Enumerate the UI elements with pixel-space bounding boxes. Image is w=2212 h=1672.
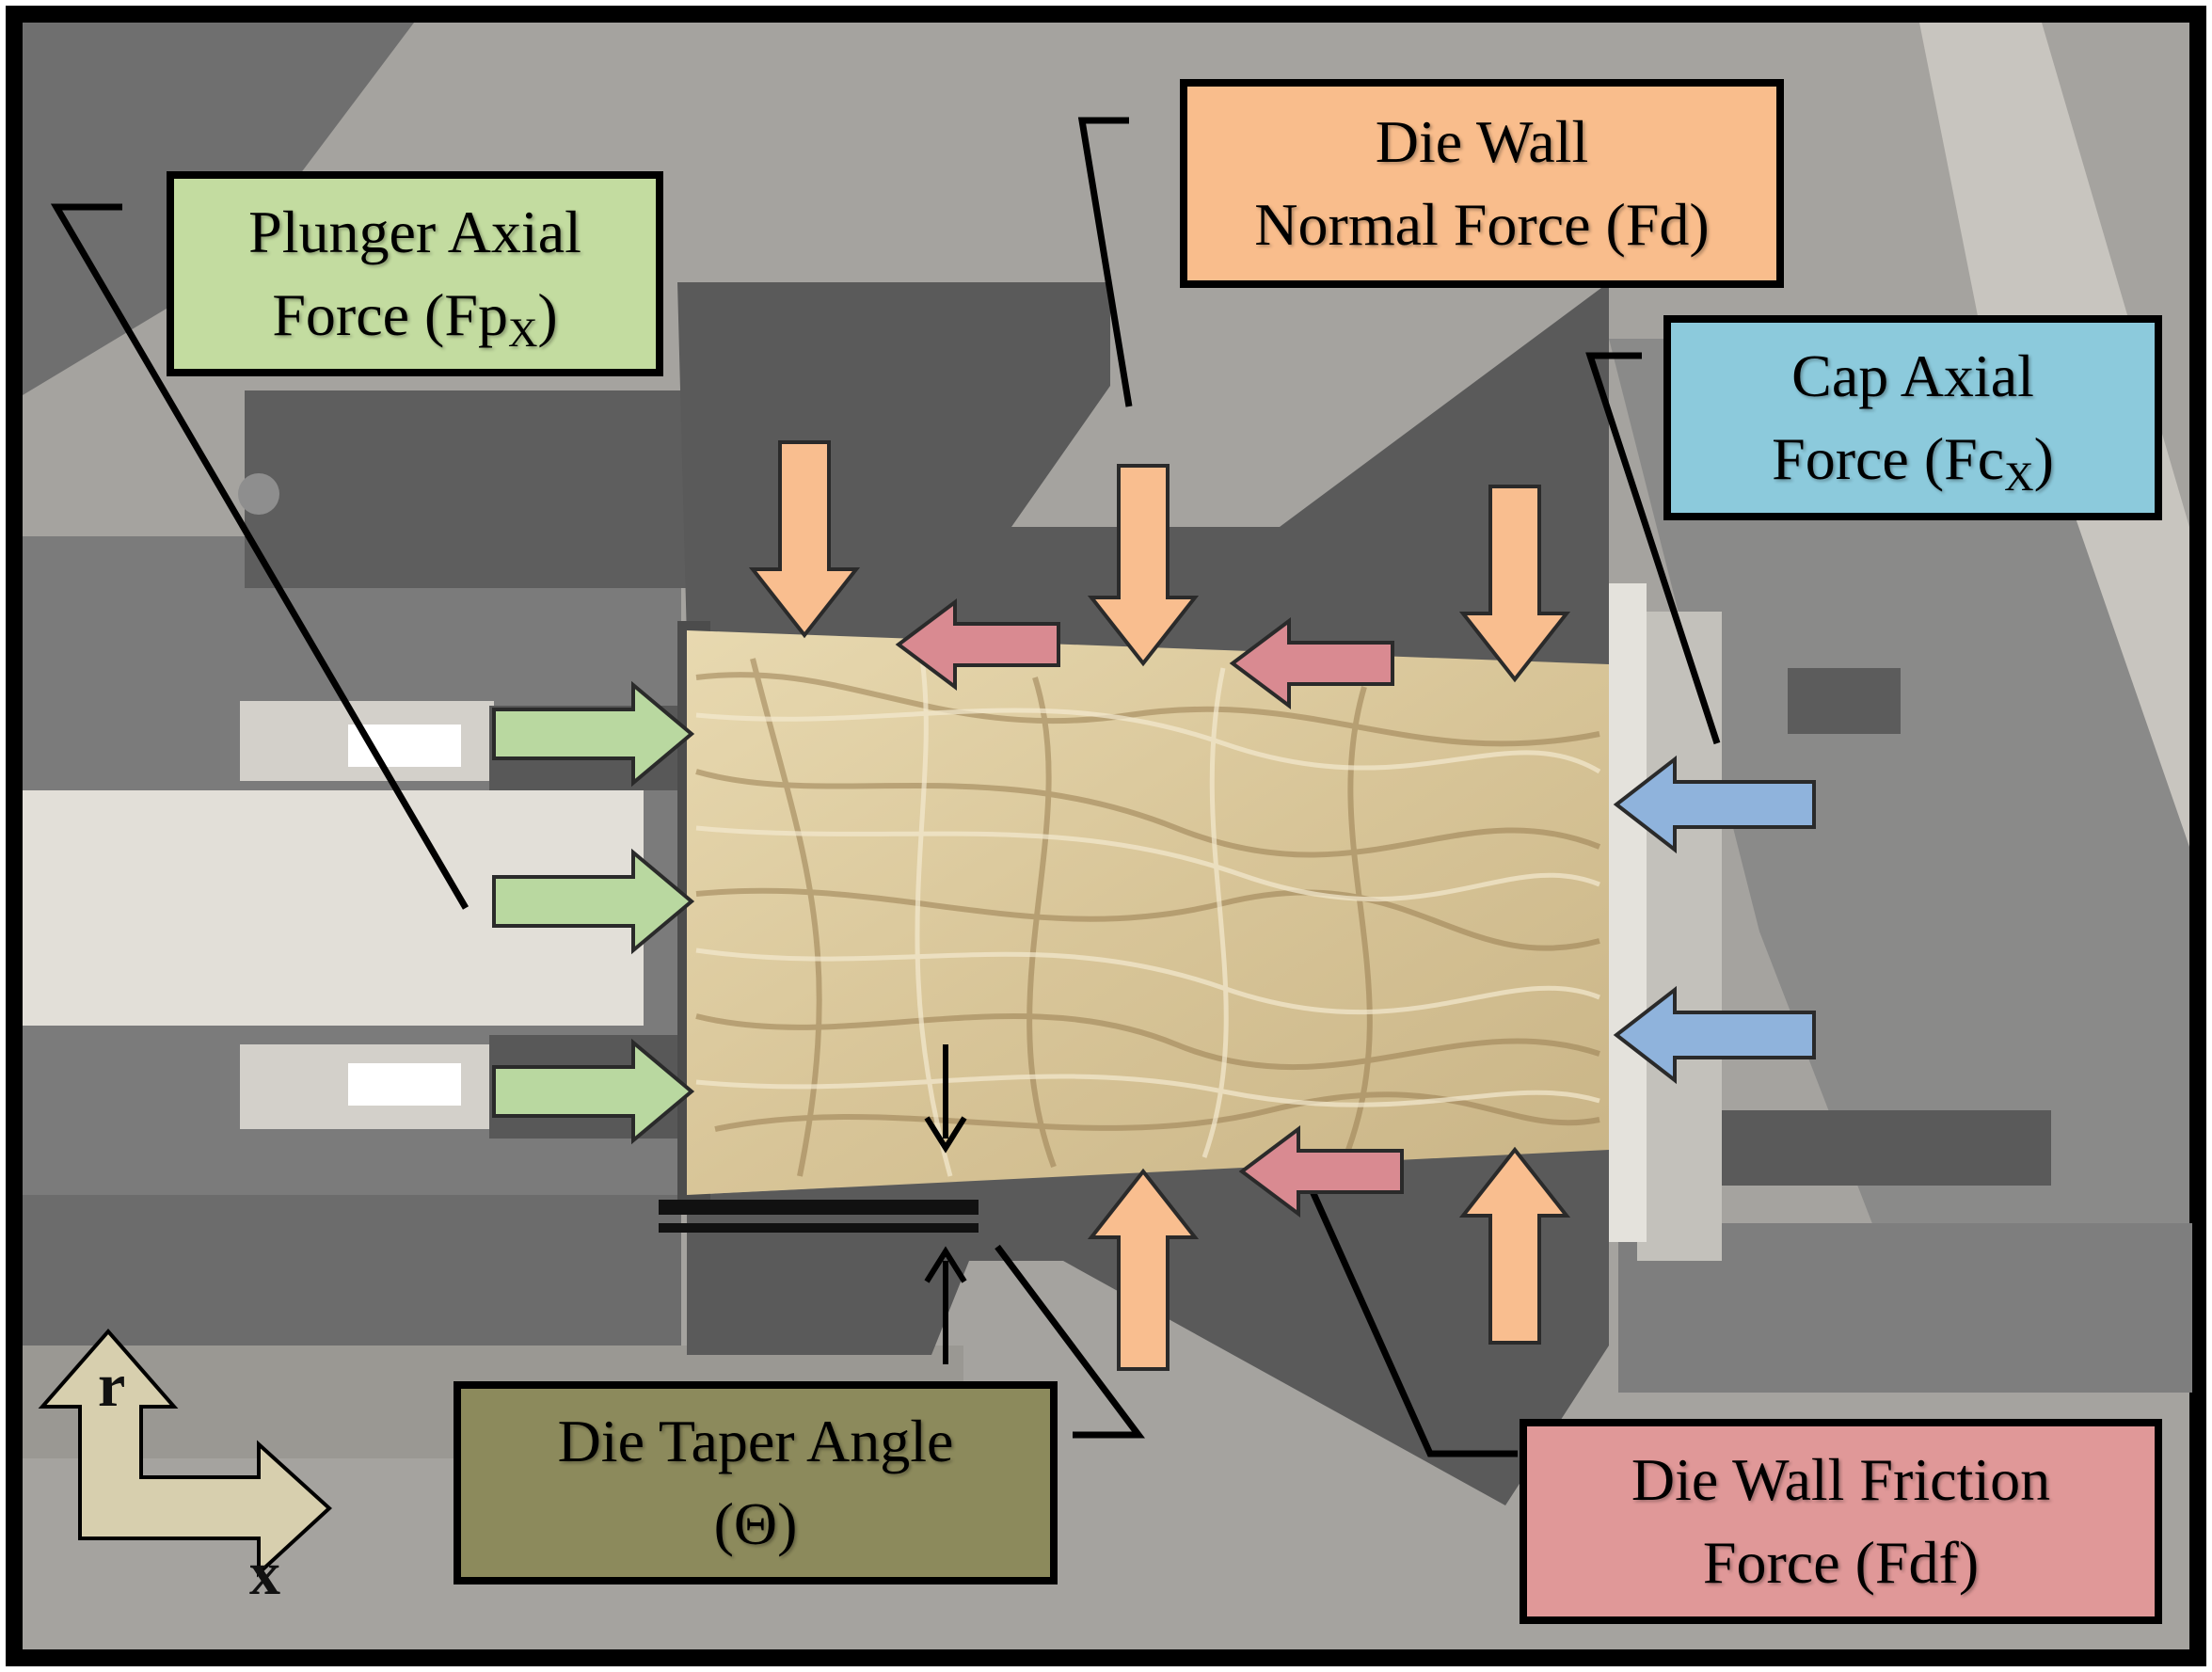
label-cap-subscript: X [2004, 454, 2034, 501]
friction-force-arrow-top-left [895, 598, 1060, 691]
label-plunger-line1: Plunger Axial [248, 198, 581, 265]
normal-force-arrow-top-left [748, 440, 861, 639]
label-die-taper-line1: Die Taper Angle [557, 1407, 954, 1474]
leader-line-cap [1585, 352, 1721, 745]
cap-force-arrow-top [1613, 755, 1816, 854]
label-cap-line1: Cap Axial [1791, 342, 2034, 409]
plunger-force-arrow-bottom [492, 1038, 695, 1145]
label-die-wall-normal-line1: Die Wall [1375, 107, 1589, 175]
label-cap-close: ) [2033, 425, 2054, 492]
axis-label-r: r [98, 1351, 126, 1420]
friction-force-arrow-top-right [1229, 617, 1394, 709]
force-arrows [492, 440, 1816, 1371]
normal-force-arrow-top-right [1458, 485, 1571, 683]
plunger-force-arrow-top [492, 680, 695, 788]
straw-sample [687, 630, 1609, 1195]
label-die-taper-line2: (Θ) [713, 1490, 798, 1557]
leader-line-die-wall-normal [1077, 117, 1133, 407]
label-plunger-close: ) [537, 281, 558, 348]
label-cap-axial-force: Cap Axial Force (FcX) [1663, 315, 2162, 520]
label-die-wall-friction-line2: Force (Fdf) [1702, 1529, 1980, 1596]
taper-indicator [924, 1044, 967, 1364]
leader-line-plunger [50, 203, 469, 910]
label-die-wall-friction-force: Die Wall Friction Force (Fdf) [1520, 1419, 2162, 1624]
label-cap-line2: Force (Fc [1772, 425, 2005, 492]
friction-force-arrow-bottom [1238, 1125, 1404, 1218]
label-plunger-axial-force: Plunger Axial Force (FpX) [167, 171, 663, 376]
normal-force-arrow-bottom-right [1458, 1146, 1571, 1345]
label-plunger-line2: Force (Fp [272, 281, 508, 348]
leader-lines [50, 117, 1721, 1457]
normal-force-arrow-top-middle [1087, 464, 1200, 667]
label-plunger-subscript: X [507, 311, 538, 357]
normal-force-arrow-bottom-middle [1087, 1168, 1200, 1371]
coordinate-axes-icon [38, 1328, 332, 1578]
leader-line-die-taper [995, 1244, 1145, 1439]
axis-label-x: x [249, 1539, 280, 1608]
label-die-wall-normal-force: Die Wall Normal Force (Fd) [1180, 79, 1784, 288]
cap-force-arrow-bottom [1613, 985, 1816, 1085]
leader-line-die-wall-friction [1304, 1179, 1518, 1457]
label-die-taper-angle: Die Taper Angle (Θ) [454, 1381, 1058, 1584]
label-die-wall-normal-line2: Normal Force (Fd) [1254, 191, 1710, 258]
label-die-wall-friction-line1: Die Wall Friction [1631, 1445, 2051, 1513]
plunger-force-arrow-middle [492, 848, 695, 955]
